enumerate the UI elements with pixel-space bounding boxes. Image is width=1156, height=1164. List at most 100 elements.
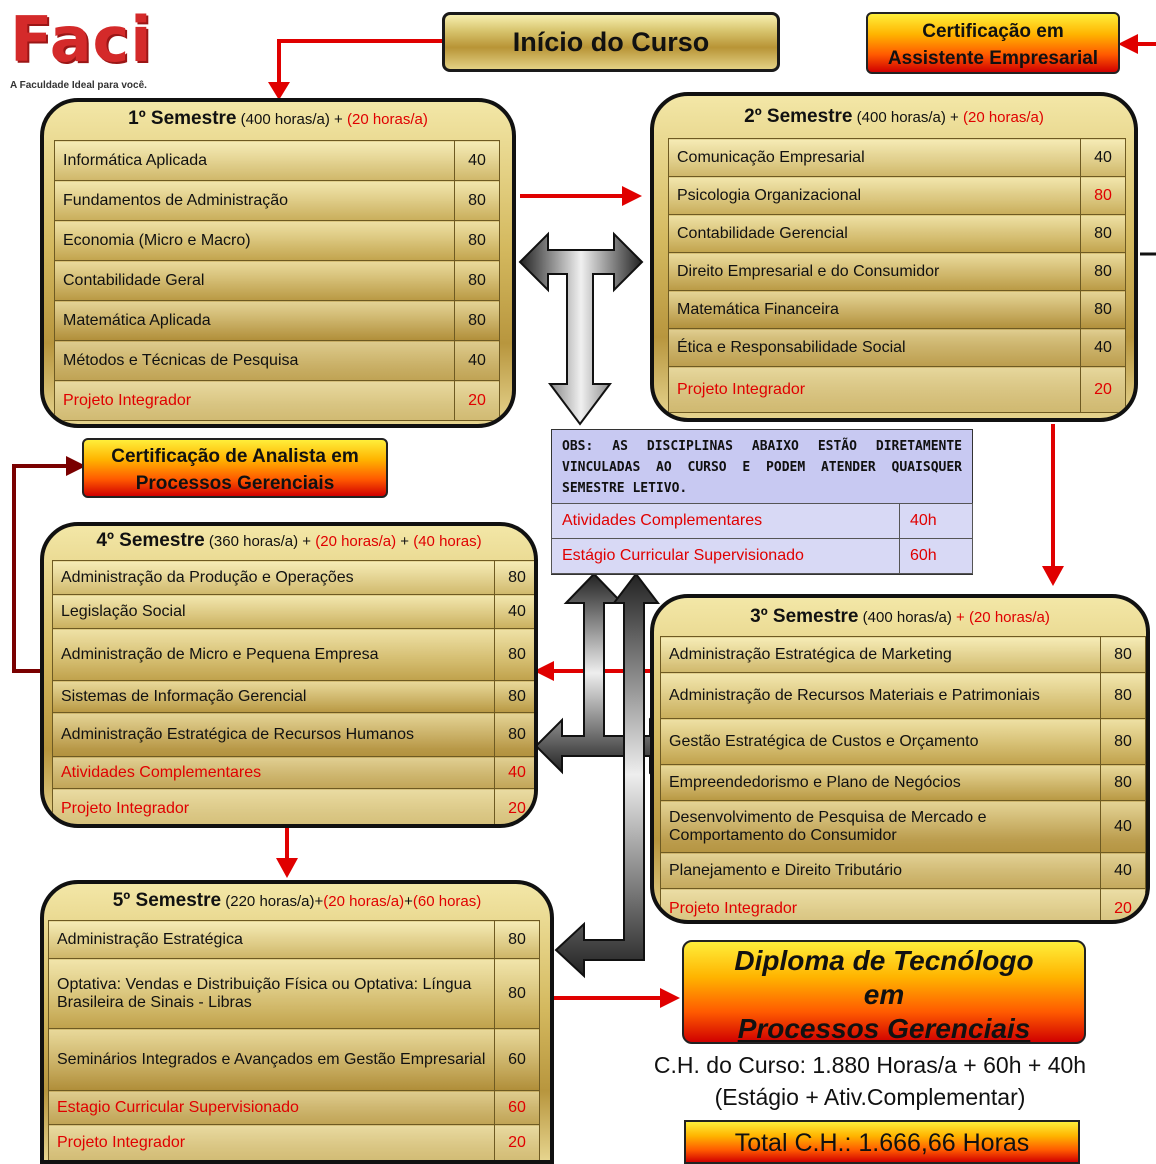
diploma-box: Diploma de Tecnólogo em Processos Gerenc… xyxy=(682,940,1086,1044)
arrow-sem2-to-sem3 xyxy=(1042,424,1064,586)
cert-analista-box: Certificação de Analista em Processos Ge… xyxy=(82,438,388,498)
total-ch-box: Total C.H.: 1.666,66 Horas xyxy=(684,1120,1080,1164)
course-hours: 20 xyxy=(494,788,534,824)
semester-1-panel: 1º Semestre (400 horas/a) + (20 horas/a)… xyxy=(40,98,516,428)
course-row: Administração de Micro e Pequena Empresa… xyxy=(52,628,534,681)
course-row: Administração Estratégica de Recursos Hu… xyxy=(52,712,534,757)
course-hours: 80 xyxy=(454,180,500,221)
course-name: Direito Empresarial e do Consumidor xyxy=(668,252,1081,291)
semester-4-title: 4º Semestre xyxy=(96,530,205,551)
ch-line1: C.H. do Curso: 1.880 Horas/a + 60h + 40h xyxy=(653,1052,1087,1078)
course-hours: 40 xyxy=(1100,852,1146,889)
course-hours: 80 xyxy=(494,560,534,595)
semester-2-hours: (400 horas/a) + xyxy=(856,109,959,126)
diploma-line3: Processos Gerenciais xyxy=(737,1013,1031,1044)
obs-box: OBS: AS DISCIPLINAS ABAIXO ESTÃO DIRETAM… xyxy=(551,429,973,575)
semester-3-header: 3º Semestre (400 horas/a) + (20 horas/a) xyxy=(654,606,1146,628)
course-name: Projeto Integrador xyxy=(660,888,1101,920)
course-name: Empreendedorismo e Plano de Negócios xyxy=(660,764,1101,801)
cert-assistente-line2: Assistente Empresarial xyxy=(887,48,1099,69)
course-name: Desenvolvimento de Pesquisa de Mercado e… xyxy=(660,800,1101,853)
course-name: Optativa: Vendas e Distribuição Física o… xyxy=(48,958,495,1029)
course-name: Fundamentos de Administração xyxy=(54,180,455,221)
semester-3-hours: (400 horas/a) xyxy=(862,609,952,626)
course-name: Legislação Social xyxy=(52,594,495,629)
course-hours: 80 xyxy=(1080,252,1126,291)
obs-course-name: Estágio Curricular Supervisionado xyxy=(551,538,900,574)
course-name: Contabilidade Geral xyxy=(54,260,455,301)
obs-course-hours: 40h xyxy=(899,503,973,539)
course-hours: 20 xyxy=(1080,366,1126,413)
course-hours: 80 xyxy=(494,712,534,757)
course-name: Projeto Integrador xyxy=(48,1124,495,1160)
course-name: Métodos e Técnicas de Pesquisa xyxy=(54,340,455,381)
course-name: Matemática Aplicada xyxy=(54,300,455,341)
semester-4-extra2: (40 horas) xyxy=(413,533,482,550)
course-row: Gestão Estratégica de Custos e Orçamento… xyxy=(660,718,1146,765)
course-row: Optativa: Vendas e Distribuição Física o… xyxy=(48,958,540,1029)
semester-4-panel: 4º Semestre (360 horas/a) + (20 horas/a)… xyxy=(40,522,538,828)
diploma-line1: Diploma de Tecnólogo xyxy=(734,945,1034,976)
semester-5-panel: 5º Semestre (220 horas/a)+(20 horas/a)+(… xyxy=(40,880,554,1164)
course-row: Seminários Integrados e Avançados em Ges… xyxy=(48,1028,540,1091)
course-name: Comunicação Empresarial xyxy=(668,138,1081,177)
logo-tagline: A Faculdade Ideal para você. xyxy=(10,80,147,91)
course-name: Informática Aplicada xyxy=(54,140,455,181)
course-name: Administração Estratégica de Marketing xyxy=(660,636,1101,673)
semester-5-plus: + xyxy=(404,893,413,910)
course-name: Planejamento e Direito Tributário xyxy=(660,852,1101,889)
course-row: Desenvolvimento de Pesquisa de Mercado e… xyxy=(660,800,1146,853)
arrow-sem4-to-cert-analista xyxy=(12,456,86,673)
cert-assistente-line1: Certificação em xyxy=(922,21,1064,42)
semester-4-plus: + xyxy=(400,533,410,550)
course-hours: 80 xyxy=(1100,764,1146,801)
semester-4-extra: (20 horas/a) xyxy=(315,533,397,550)
semester-3-extra: + (20 horas/a) xyxy=(956,609,1050,626)
course-name: Administração Estratégica xyxy=(48,920,495,959)
course-name: Contabilidade Gerencial xyxy=(668,214,1081,253)
course-hours: 80 xyxy=(494,958,540,1029)
semester-2-extra: (20 horas/a) xyxy=(962,109,1044,126)
ch-line2: (Estágio + Ativ.Complementar) xyxy=(714,1084,1026,1110)
course-hours: 80 xyxy=(1080,290,1126,329)
course-name: Psicologia Organizacional xyxy=(668,176,1081,215)
course-hours: 80 xyxy=(494,680,534,713)
course-name: Administração de Recursos Materiais e Pa… xyxy=(660,672,1101,719)
course-hours: 20 xyxy=(494,1124,540,1160)
course-hours: 40 xyxy=(1080,138,1126,177)
course-hours: 80 xyxy=(454,300,500,341)
course-name: Administração de Micro e Pequena Empresa xyxy=(52,628,495,681)
obs-text: OBS: AS DISCIPLINAS ABAIXO ESTÃO DIRETAM… xyxy=(562,439,962,496)
course-hours: 60 xyxy=(494,1028,540,1091)
semester-4-header: 4º Semestre (360 horas/a) + (20 horas/a)… xyxy=(44,530,534,552)
course-name: Seminários Integrados e Avançados em Ges… xyxy=(48,1028,495,1091)
course-row: Economia (Micro e Macro)80 xyxy=(54,220,500,261)
course-hours: 40 xyxy=(494,594,534,629)
inicio-do-curso-box: Início do Curso xyxy=(442,12,780,72)
course-name: Projeto Integrador xyxy=(54,380,455,421)
arrow-sem5-to-diploma xyxy=(553,988,680,1008)
logo-word: Faci xyxy=(10,3,153,76)
course-hours: 40 xyxy=(454,340,500,381)
semester-1-title: 1º Semestre xyxy=(128,108,237,129)
cert-analista-line2: Processos Gerenciais xyxy=(135,473,335,494)
course-name: Administração Estratégica de Recursos Hu… xyxy=(52,712,495,757)
semester-1-hours: (400 horas/a) + xyxy=(240,111,343,128)
course-hours: 60 xyxy=(494,1090,540,1125)
